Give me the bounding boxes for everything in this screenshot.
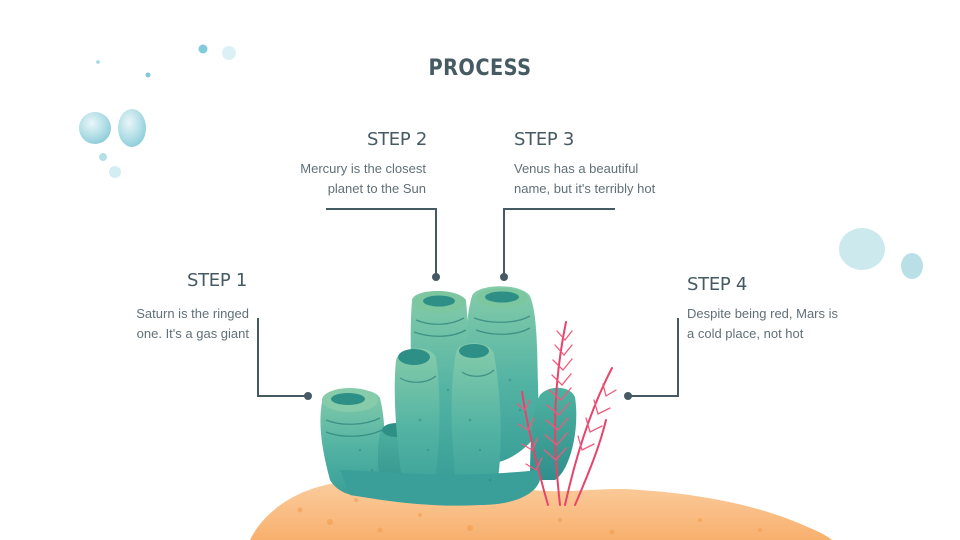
step-1-connector-horizontal — [257, 395, 307, 397]
step-1-description: Saturn is the ringed one. It's a gas gia… — [136, 304, 249, 344]
step-3-title: STEP 3 — [514, 129, 575, 150]
sea-sponge — [320, 286, 577, 506]
step-2-description-line-2: planet to the Sun — [327, 181, 426, 196]
step-3-connector-vertical — [503, 208, 505, 276]
step-4-description: Despite being red, Mars is a cold place,… — [687, 304, 838, 344]
step-4-description-line-2: a cold place, not hot — [687, 326, 804, 341]
step-2-description: Mercury is the closest planet to the Sun — [300, 159, 426, 199]
step-4-connector-horizontal — [628, 395, 679, 397]
step-1-title: STEP 1 — [186, 270, 247, 291]
step-1-description-line-1: Saturn is the ringed — [136, 306, 249, 321]
step-1-description-line-2: one. It's a gas giant — [136, 326, 249, 341]
step-1-connector-vertical — [257, 318, 259, 397]
step-2-title: STEP 2 — [366, 129, 427, 150]
red-seaweed — [516, 321, 617, 506]
step-2-description-line-1: Mercury is the closest — [300, 161, 426, 176]
step-3-connector-dot — [500, 273, 508, 281]
bubbles-right — [839, 228, 923, 279]
step-3-description: Venus has a beautiful name, but it's ter… — [514, 159, 655, 199]
page-title: PROCESS — [428, 56, 532, 81]
step-4-connector-dot — [624, 392, 632, 400]
step-3-connector-horizontal — [503, 208, 615, 210]
step-3-description-line-2: name, but it's terribly hot — [514, 181, 656, 196]
step-1-connector-dot — [304, 392, 312, 400]
step-2-connector-vertical — [435, 208, 437, 276]
step-4-description-line-1: Despite being red, Mars is — [687, 306, 839, 321]
step-4-title: STEP 4 — [687, 274, 748, 295]
step-2-connector-horizontal — [326, 208, 437, 210]
bubbles-top-left — [79, 44, 236, 178]
step-3-description-line-1: Venus has a beautiful — [514, 161, 639, 176]
step-2-connector-dot — [432, 273, 440, 281]
step-4-connector-vertical — [677, 318, 679, 397]
